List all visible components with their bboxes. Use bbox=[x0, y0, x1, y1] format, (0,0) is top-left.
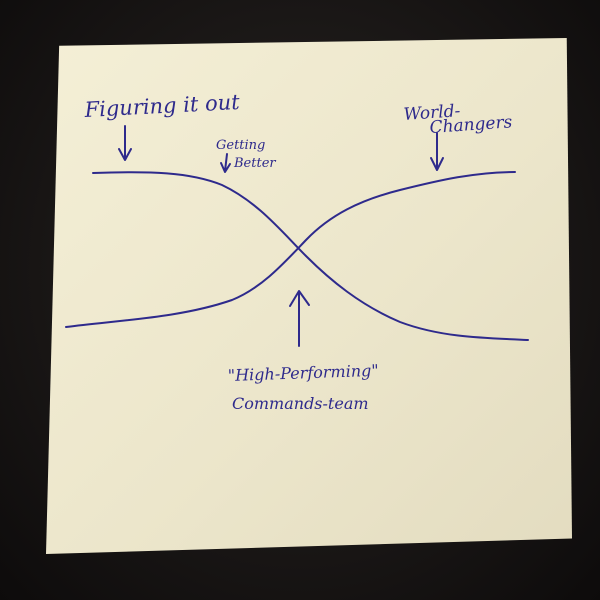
label-getting: Getting bbox=[216, 138, 265, 153]
label-high-performing: "High-Performing" bbox=[227, 361, 379, 385]
rising-curve bbox=[65, 171, 516, 328]
arrow-up-crossing bbox=[289, 290, 310, 347]
label-commands-team: Commands-team bbox=[232, 394, 369, 413]
label-figuring-it-out: Figuring it out bbox=[83, 90, 241, 122]
label-better: Better bbox=[233, 156, 276, 171]
declining-curve bbox=[92, 171, 529, 341]
arrow-down-world-changers bbox=[430, 132, 444, 171]
label-world: World- bbox=[403, 101, 461, 125]
arrow-down-figuring bbox=[118, 125, 132, 161]
arrow-down-getting-better bbox=[220, 153, 231, 173]
sticky-note bbox=[46, 38, 572, 554]
